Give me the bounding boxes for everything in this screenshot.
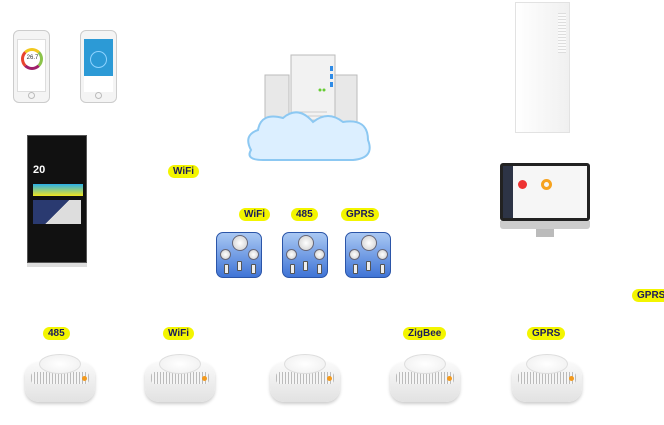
smartphone-icon: 26.7 (13, 30, 50, 103)
gateway-gauge-icon (345, 232, 391, 278)
gateway-gauge-icon (216, 232, 262, 278)
label-sensor-zigbee: ZigBee (403, 327, 447, 340)
label-monitor-gprs: GPRS (632, 289, 664, 302)
label-gateway-gprs: GPRS (341, 208, 380, 221)
sensor-device-icon (270, 350, 340, 412)
label-gateway-wifi: WiFi (239, 208, 271, 221)
label-kiosk-wifi: WiFi (168, 165, 200, 178)
sensor-device-icon (512, 350, 582, 412)
tower-device-icon (515, 2, 570, 133)
label-sensor-wifi: WiFi (163, 327, 195, 340)
cloud-server-icon (247, 54, 371, 161)
phone-reading: 26.7 (26, 55, 39, 61)
label-sensor-485: 485 (43, 327, 70, 340)
kiosk-display-icon: 20 (27, 135, 87, 263)
label-sensor-gprs: GPRS (527, 327, 566, 340)
sensor-device-icon (145, 350, 215, 412)
kiosk-reading: 20 (33, 164, 46, 176)
kiosk-stand (27, 263, 87, 267)
desktop-monitor-icon (500, 163, 590, 221)
smartphone-icon (80, 30, 117, 103)
label-gateway-485: 485 (291, 208, 318, 221)
sensor-device-icon (25, 350, 95, 412)
gateway-gauge-icon (282, 232, 328, 278)
sensor-device-icon (390, 350, 460, 412)
